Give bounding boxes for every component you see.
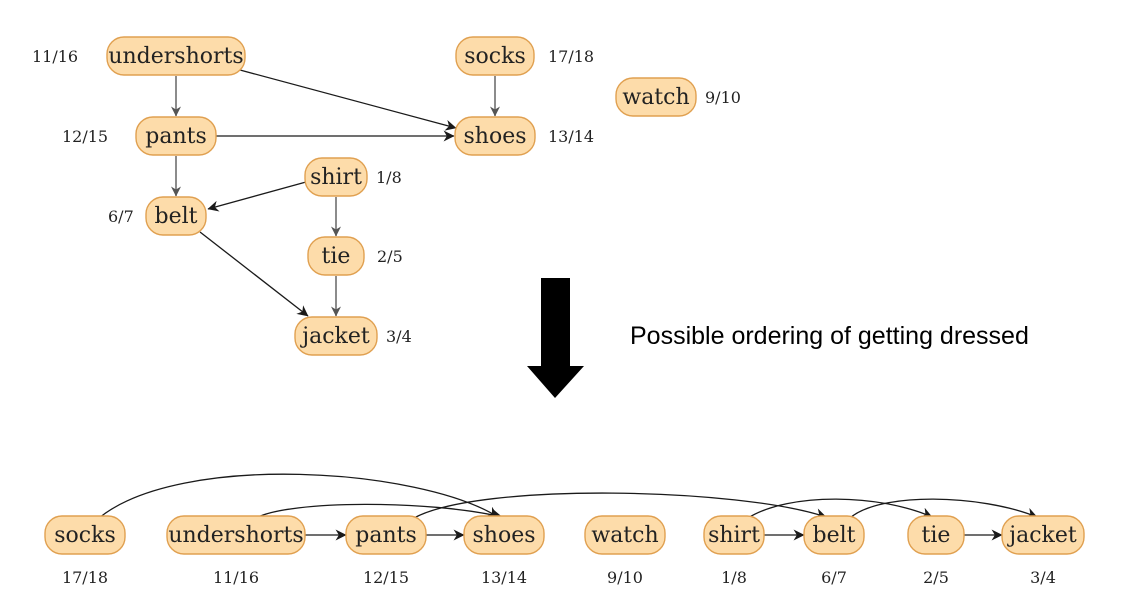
top-node-undershorts: undershorts bbox=[106, 36, 246, 76]
bottom-time-belt: 6/7 bbox=[821, 568, 847, 587]
bottom-node-box-jacket bbox=[1001, 515, 1085, 555]
top-node-shirt: shirt bbox=[304, 157, 368, 197]
top-node-label-shirt: shirt bbox=[310, 165, 362, 190]
bottom-node-belt: belt bbox=[803, 515, 865, 555]
bottom-time-pants: 12/15 bbox=[363, 568, 409, 587]
bottom-node-jacket: jacket bbox=[1001, 515, 1085, 555]
bottom-time-undershorts: 11/16 bbox=[213, 568, 259, 587]
top-time-shoes: 13/14 bbox=[548, 127, 594, 146]
bottom-node-shoes: shoes bbox=[463, 515, 545, 555]
top-edge-undershorts-to-shoes bbox=[239, 69, 457, 131]
top-node-watch: watch bbox=[615, 77, 697, 117]
top-time-pants: 12/15 bbox=[62, 127, 108, 146]
bottom-node-label-watch: watch bbox=[591, 523, 658, 548]
bottom-edge-socks-to-shoes bbox=[98, 473, 499, 519]
bottom-node-box-watch bbox=[584, 515, 666, 555]
bottom-node-box-shoes bbox=[463, 515, 545, 555]
bottom-node-label-shoes: shoes bbox=[472, 523, 535, 548]
top-node-label-socks: socks bbox=[464, 44, 525, 69]
top-time-undershorts: 11/16 bbox=[32, 47, 78, 66]
bottom-node-socks: socks bbox=[44, 515, 126, 555]
top-node-label-belt: belt bbox=[155, 204, 198, 229]
bottom-node-label-pants: pants bbox=[355, 523, 417, 548]
bottom-edge-shirt-to-tie bbox=[747, 498, 933, 519]
bottom-ordering-edges bbox=[98, 473, 1038, 541]
bottom-node-box-belt bbox=[803, 515, 865, 555]
top-time-belt: 6/7 bbox=[108, 207, 134, 226]
top-node-box-shoes bbox=[454, 116, 536, 156]
bottom-time-tie: 2/5 bbox=[923, 568, 949, 587]
top-node-box-shirt bbox=[304, 157, 368, 197]
top-graph-nodes: undershorts 11/16 socks 17/18 watch 9/10 pants… bbox=[32, 36, 741, 356]
top-time-watch: 9/10 bbox=[705, 88, 741, 107]
top-time-shirt: 1/8 bbox=[376, 168, 402, 187]
top-time-tie: 2/5 bbox=[377, 247, 403, 266]
top-node-label-jacket: jacket bbox=[299, 324, 370, 349]
top-edge-belt-to-jacket bbox=[199, 231, 309, 317]
top-node-box-pants bbox=[135, 116, 217, 156]
bottom-node-box-shirt bbox=[703, 515, 765, 555]
top-node-tie: tie bbox=[307, 236, 365, 276]
top-node-belt: belt bbox=[145, 196, 207, 236]
bottom-time-watch: 9/10 bbox=[607, 568, 643, 587]
bottom-node-box-socks bbox=[44, 515, 126, 555]
top-node-label-pants: pants bbox=[145, 124, 207, 149]
top-node-label-undershorts: undershorts bbox=[108, 44, 243, 69]
bottom-time-jacket: 3/4 bbox=[1030, 568, 1056, 587]
bottom-edge-undershorts-to-shoes bbox=[255, 503, 503, 520]
bottom-node-label-jacket: jacket bbox=[1006, 523, 1077, 548]
top-node-label-shoes: shoes bbox=[463, 124, 526, 149]
bottom-time-shoes: 13/14 bbox=[481, 568, 527, 587]
top-node-pants: pants bbox=[135, 116, 217, 156]
bottom-node-undershorts: undershorts bbox=[166, 515, 306, 555]
top-node-box-belt bbox=[145, 196, 207, 236]
top-node-box-tie bbox=[307, 236, 365, 276]
top-node-box-socks bbox=[455, 36, 535, 76]
bottom-node-box-tie bbox=[907, 515, 965, 555]
top-time-jacket: 3/4 bbox=[386, 327, 412, 346]
top-graph-edges bbox=[171, 69, 500, 317]
bottom-node-label-belt: belt bbox=[813, 523, 856, 548]
bottom-node-label-undershorts: undershorts bbox=[168, 523, 303, 548]
bottom-node-tie: tie bbox=[907, 515, 965, 555]
top-node-socks: socks bbox=[455, 36, 535, 76]
top-node-jacket: jacket bbox=[294, 316, 378, 356]
bottom-time-shirt: 1/8 bbox=[721, 568, 747, 587]
bottom-edge-belt-to-jacket bbox=[849, 498, 1038, 519]
bottom-node-box-undershorts bbox=[166, 515, 306, 555]
down-arrow-icon bbox=[527, 278, 584, 398]
bottom-node-pants: pants bbox=[345, 515, 427, 555]
bottom-node-label-tie: tie bbox=[922, 523, 951, 548]
bottom-node-shirt: shirt bbox=[703, 515, 765, 555]
bottom-time-socks: 17/18 bbox=[62, 568, 108, 587]
top-node-shoes: shoes bbox=[454, 116, 536, 156]
top-time-socks: 17/18 bbox=[548, 47, 594, 66]
top-node-box-jacket bbox=[294, 316, 378, 356]
bottom-node-label-shirt: shirt bbox=[708, 523, 760, 548]
top-node-box-undershorts bbox=[106, 36, 246, 76]
bottom-edge-pants-to-belt bbox=[413, 492, 827, 519]
bottom-node-watch: watch bbox=[584, 515, 666, 555]
top-edge-shirt-to-belt bbox=[207, 181, 307, 212]
bottom-ordering-nodes: socks 17/18 undershorts 11/16 pants 12/15 shoe… bbox=[44, 515, 1085, 587]
bottom-node-box-pants bbox=[345, 515, 427, 555]
top-node-label-tie: tie bbox=[322, 244, 351, 269]
ordering-caption: Possible ordering of getting dressed bbox=[630, 322, 1029, 350]
bottom-node-label-socks: socks bbox=[54, 523, 115, 548]
top-node-box-watch bbox=[615, 77, 697, 117]
top-node-label-watch: watch bbox=[622, 85, 689, 110]
